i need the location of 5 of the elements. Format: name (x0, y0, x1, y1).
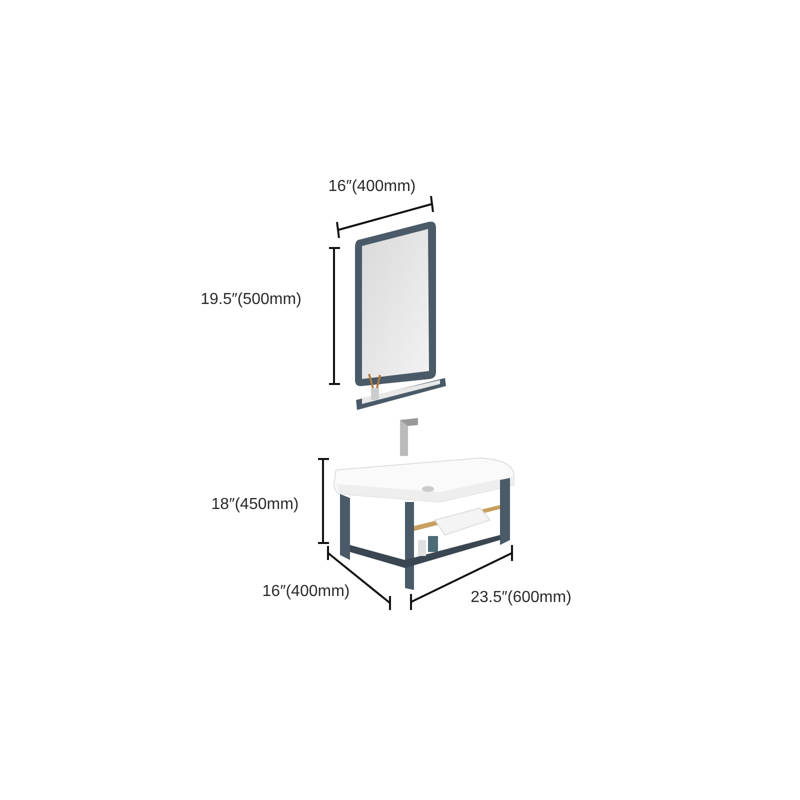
dimension-label: 16″(400mm) (328, 178, 416, 196)
dimension-label: 16″(400mm) (262, 583, 350, 601)
dimension-label: 23.5″(600mm) (470, 589, 572, 607)
dimension-label: 19.5″(500mm) (200, 291, 302, 309)
dimension-label: 18″(450mm) (211, 496, 299, 514)
